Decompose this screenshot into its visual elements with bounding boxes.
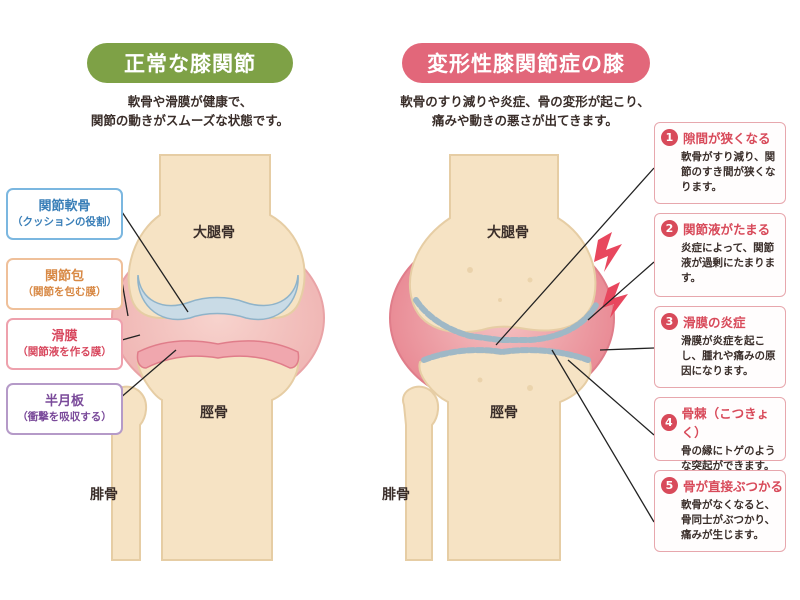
number-2-icon: 2 [661,220,678,237]
label-articular-cartilage: 関節軟骨 （クッションの役割） [6,188,123,240]
normal-knee [108,154,325,561]
arthritic-tibia [418,351,592,561]
femur-label-right: 大腿骨 [487,225,529,241]
arthritic-fibula [402,385,439,561]
fibula-label-left: 腓骨 [90,487,118,503]
pain-lightning-icon [594,232,622,272]
arthritic-femur [408,154,597,334]
worn-tibial-cartilage [421,347,591,363]
arthritic-knee [389,154,655,561]
label-joint-capsule: 関節包 （関節を包む膜） [6,258,123,310]
arthritic-knee-title: 変形性膝関節症の膝 [402,43,650,83]
normal-femoral-cartilage [137,274,299,321]
arthritic-knee-description: 軟骨のすり減りや炎症、骨の変形が起こり、 痛みや動きの悪さが出てきます。 [400,94,650,128]
femur-label-left: 大腿骨 [193,225,235,241]
number-5-icon: 5 [661,477,678,494]
normal-tibia [136,349,300,561]
tibia-label-left: 脛骨 [200,405,228,421]
pain-lightning-icon [602,282,628,318]
fibula-label-right: 腓骨 [382,487,410,503]
worn-femoral-cartilage [413,297,599,343]
number-3-icon: 3 [661,313,678,330]
tibia-label-right: 脛骨 [490,405,518,421]
normal-knee-description: 軟骨や滑膜が健康で、 関節の動きがスムーズな状態です。 [90,94,290,128]
normal-knee-title: 正常な膝関節 [87,43,293,83]
number-1-icon: 1 [661,129,678,146]
normal-meniscus [136,340,300,369]
label-meniscus: 半月板 （衝撃を吸収する） [6,383,123,435]
label-synovium: 滑膜 （関節液を作る膜） [6,318,123,370]
number-4-icon: 4 [661,413,677,431]
